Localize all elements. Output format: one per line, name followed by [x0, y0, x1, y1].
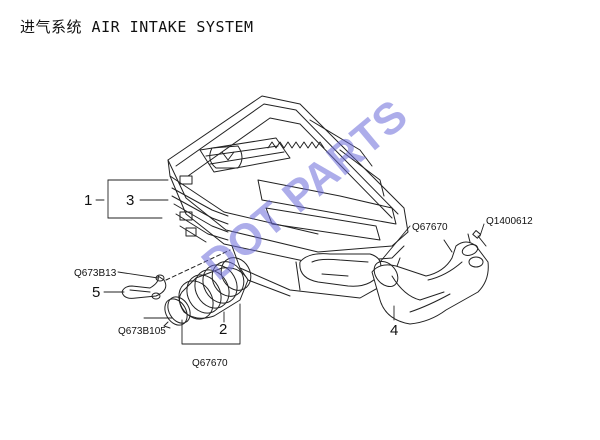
bolt-screw: [472, 230, 487, 247]
callout-3: 3: [126, 192, 134, 209]
title-chinese: 进气系统: [20, 18, 83, 36]
callout-2: 2: [219, 321, 227, 338]
callout-1: 1: [84, 192, 92, 209]
diagram-title: 进气系统 AIR INTAKE SYSTEM: [20, 16, 254, 37]
intake-bellows-hose: [178, 257, 252, 320]
part-number-q673b13: Q673B13: [74, 268, 117, 279]
part-number-q67670-bottom: Q67670: [192, 358, 228, 369]
callout-lines: [95, 179, 485, 345]
breather-hose: [121, 249, 231, 300]
part-number-q67670-right: Q67670: [412, 222, 448, 233]
callout-4: 4: [390, 322, 398, 339]
title-english: AIR INTAKE SYSTEM: [91, 18, 254, 36]
callout-5: 5: [92, 284, 100, 301]
part-number-q673b105: Q673B105: [118, 326, 166, 337]
intake-duct: [371, 233, 489, 325]
air-filter-housing: [167, 95, 409, 299]
hose-clamp-left: [163, 296, 191, 329]
part-number-q1400612: Q1400612: [486, 216, 533, 227]
